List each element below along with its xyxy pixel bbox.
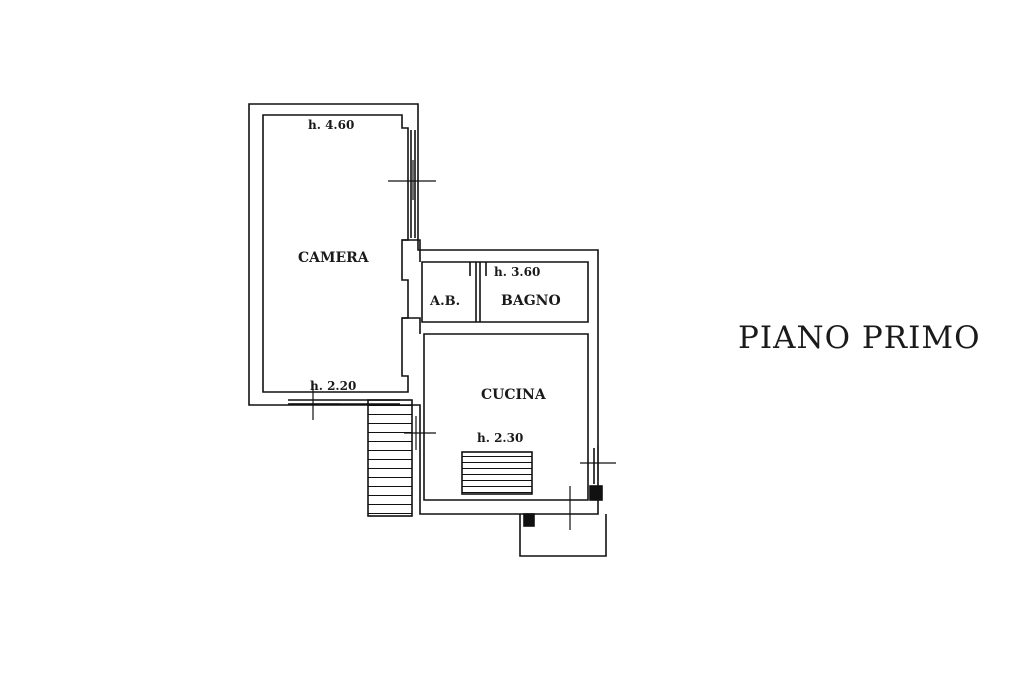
kitchen-corner-block (589, 485, 603, 501)
camera-height-top: h. 4.60 (308, 118, 354, 132)
interior-staircase (461, 451, 533, 495)
section-markers (290, 160, 616, 530)
walls (248, 103, 607, 557)
camera-room-label: CAMERA (298, 250, 370, 266)
floor-title: PIANO PRIMO (738, 320, 981, 356)
cucina-room-label: CUCINA (481, 387, 547, 403)
ab-room-label: A.B. (429, 294, 460, 309)
balcony (519, 514, 607, 557)
camera-outer-wall (248, 103, 599, 515)
camera-cucina-opening (402, 317, 421, 334)
exterior-staircase (367, 399, 413, 517)
bagno-wall (421, 261, 589, 323)
cucina-height: h. 2.30 (477, 431, 523, 445)
bagno-height: h. 3.60 (494, 265, 540, 279)
camera-inner-wall (262, 114, 409, 393)
bagno-room-label: BAGNO (501, 293, 561, 309)
balcony-post (523, 513, 535, 527)
camera-bagno-opening (402, 239, 421, 262)
cucina-inner-wall (423, 333, 589, 501)
camera-height-bottom: h. 2.20 (310, 379, 356, 393)
